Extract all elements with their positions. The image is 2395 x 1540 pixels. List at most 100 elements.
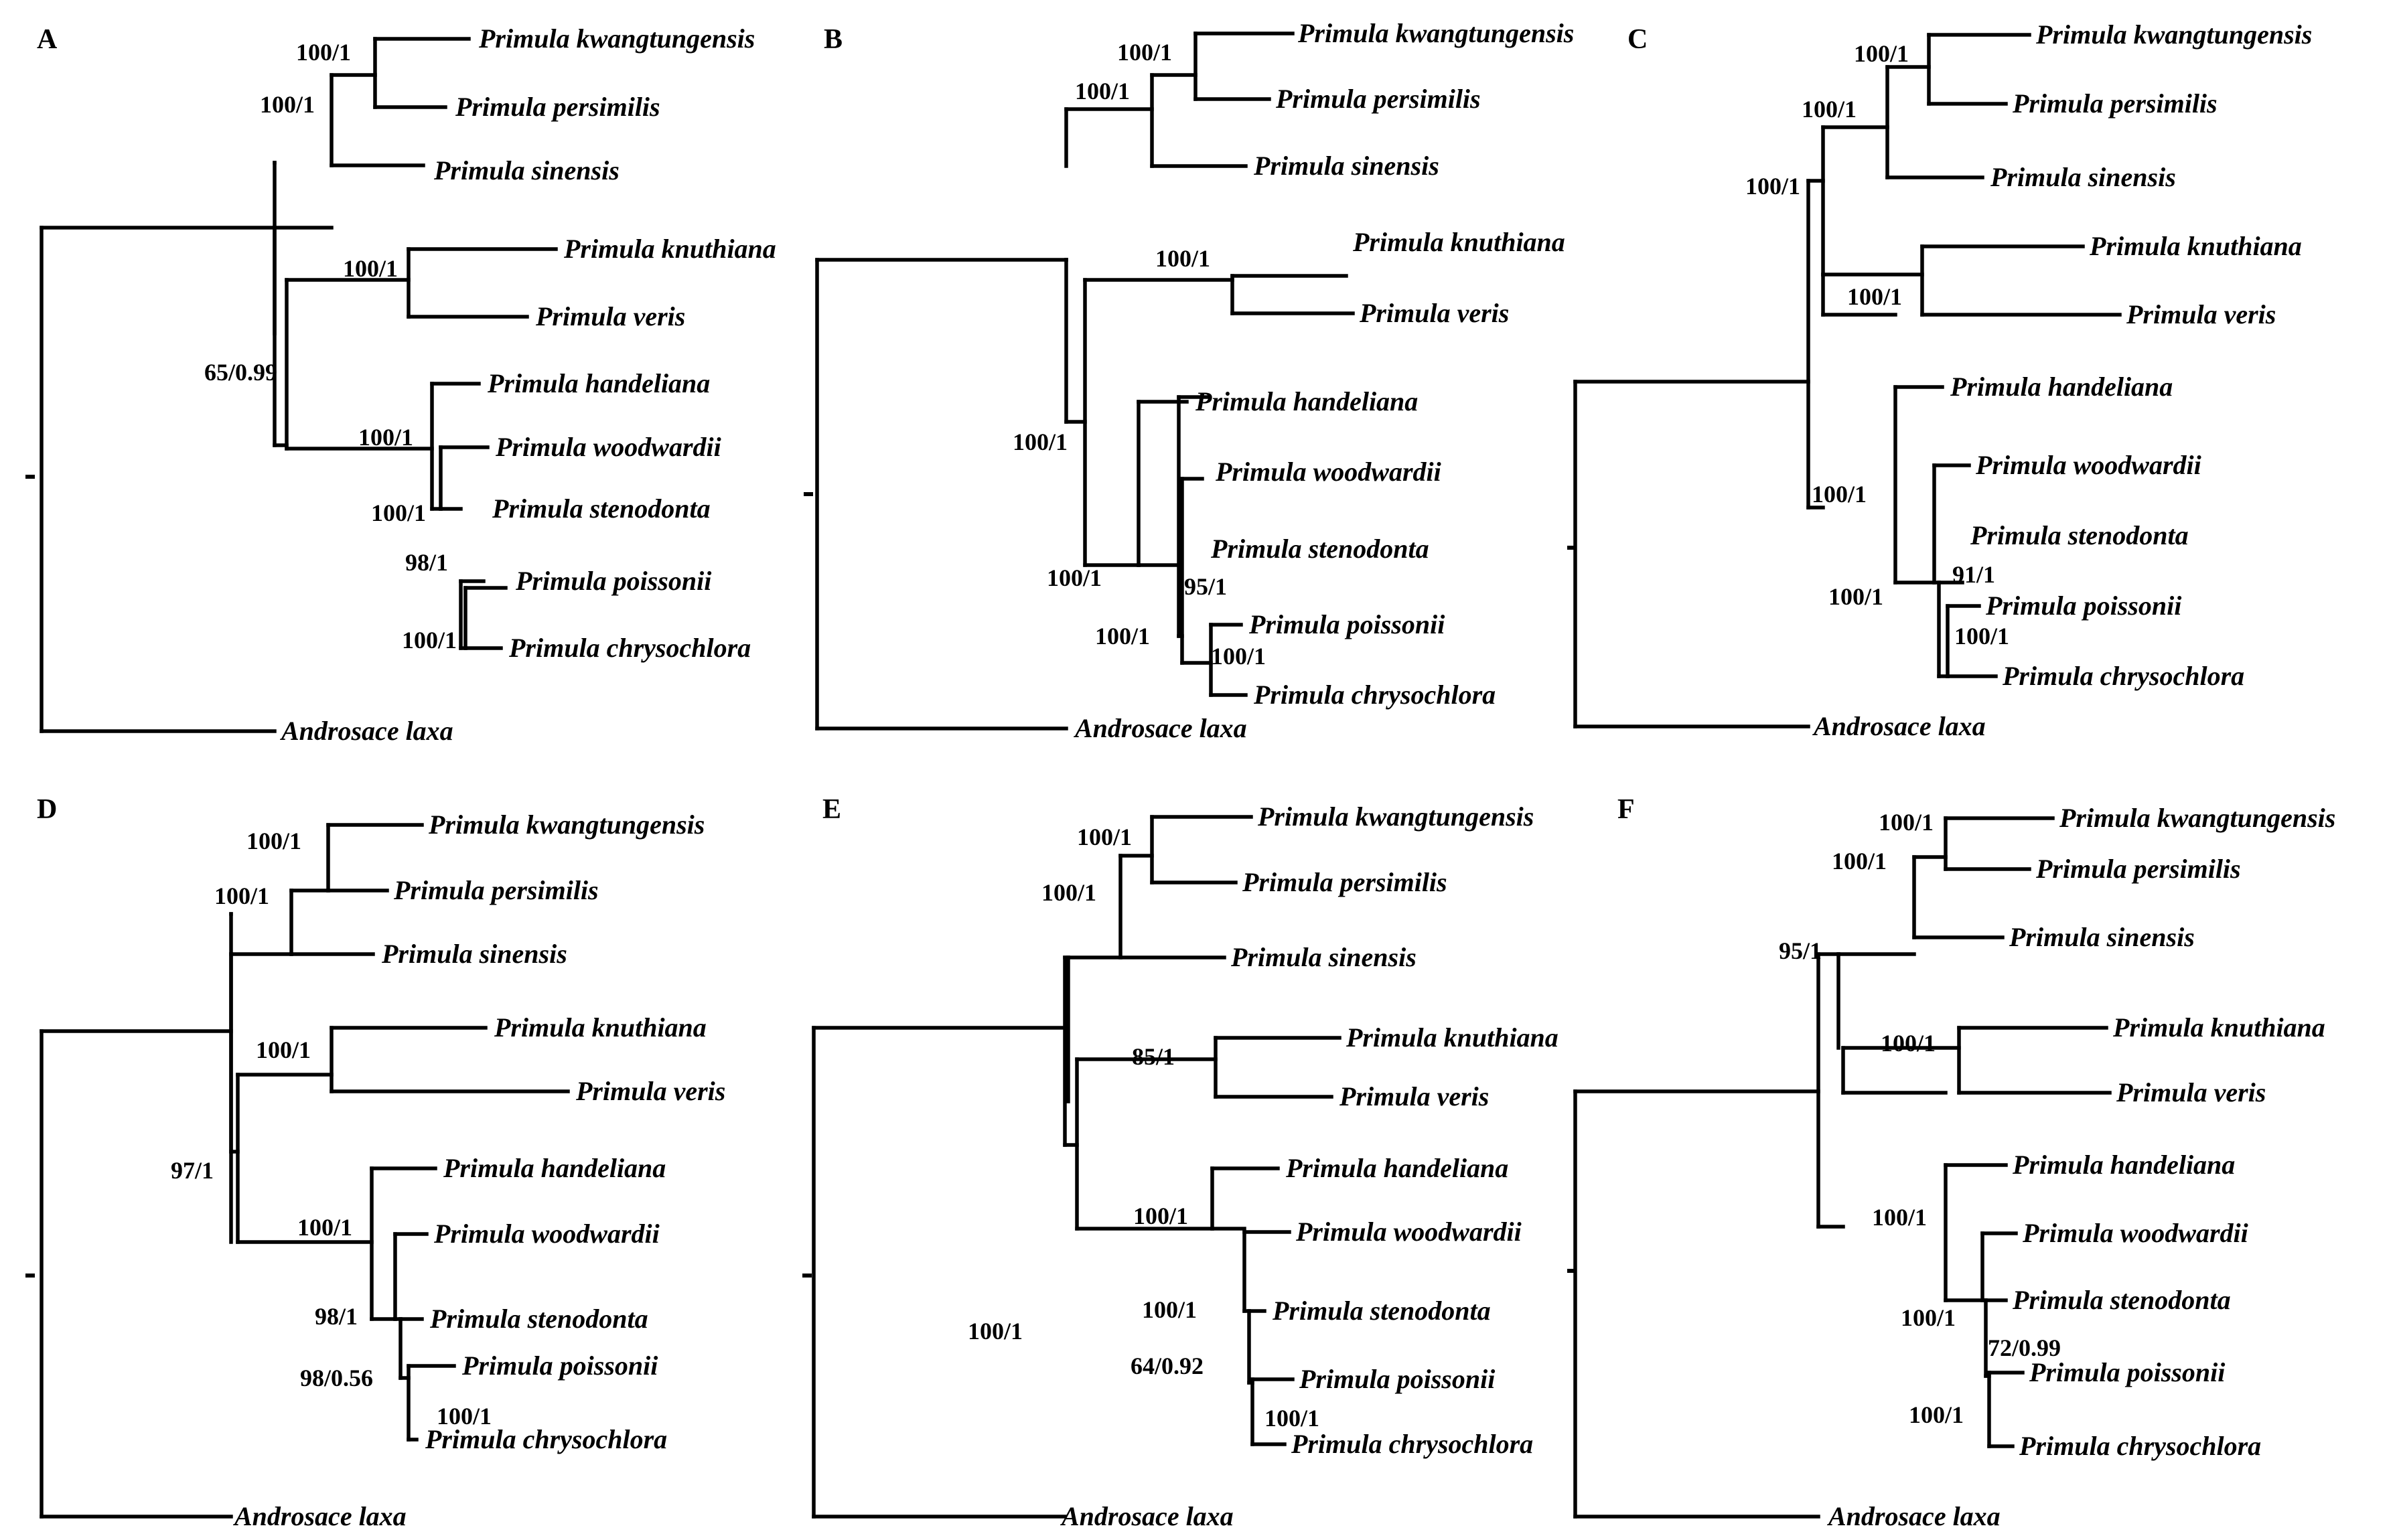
- support-value: 100/1: [1117, 39, 1172, 66]
- taxon-label-poissonii: Primula poissonii: [461, 1351, 658, 1381]
- taxon-label-kwangtungensis: Primula kwangtungensis: [478, 23, 755, 54]
- taxon-label-knuthiana: Primula knuthiana: [563, 234, 776, 264]
- taxon-label-woodwardii: Primula woodwardii: [1215, 457, 1441, 487]
- support-value: 100/1: [1133, 1203, 1188, 1229]
- panel-letter-d: D: [37, 794, 57, 825]
- support-value: 100/1: [1854, 40, 1909, 67]
- taxon-label-sinensis: Primula sinensis: [1990, 162, 2176, 192]
- support-value: 100/1: [1901, 1304, 1956, 1331]
- taxon-label-handeliana: Primula handeliana: [1285, 1153, 1508, 1183]
- panel-letter-a: A: [37, 24, 58, 55]
- taxon-label-kwangtungensis: Primula kwangtungensis: [1257, 801, 1534, 832]
- taxon-label-kwangtungensis: Primula kwangtungensis: [428, 810, 705, 840]
- support-value: 100/1: [437, 1403, 492, 1430]
- taxon-label-handeliana: Primula handeliana: [487, 368, 710, 398]
- support-value: 100/1: [1909, 1401, 1964, 1428]
- taxon-label-androsace-laxa: Androsace laxa: [1826, 1501, 2001, 1531]
- taxon-label-kwangtungensis: Primula kwangtungensis: [2035, 19, 2312, 50]
- support-value: 100/1: [260, 91, 315, 118]
- taxon-label-persimilis: Primula persimilis: [393, 875, 599, 905]
- support-value: 100/1: [246, 828, 301, 854]
- taxon-label-woodwardii: Primula woodwardii: [433, 1219, 660, 1249]
- support-value: 100/1: [297, 1214, 352, 1241]
- support-value: 100/1: [1812, 481, 1867, 508]
- support-value: 100/1: [1745, 173, 1800, 200]
- taxon-label-knuthiana: Primula knuthiana: [1352, 227, 1565, 257]
- taxon-label-chrysochlora: Primula chrysochlora: [1291, 1429, 1533, 1459]
- taxon-label-knuthiana: Primula knuthiana: [1346, 1022, 1558, 1053]
- support-value: 64/0.92: [1131, 1353, 1204, 1379]
- taxon-label-handeliana: Primula handeliana: [443, 1153, 666, 1183]
- taxon-label-sinensis: Primula sinensis: [1230, 942, 1417, 972]
- taxon-label-persimilis: Primula persimilis: [1275, 84, 1481, 114]
- support-value: 98/1: [315, 1303, 358, 1330]
- support-value: 100/1: [1881, 1030, 1936, 1057]
- support-value: 65/0.99: [204, 359, 277, 386]
- taxon-label-chrysochlora: Primula chrysochlora: [2002, 661, 2244, 691]
- taxon-label-woodwardii: Primula woodwardii: [1295, 1217, 1522, 1247]
- support-value: 100/1: [1095, 623, 1150, 649]
- support-value: 100/1: [1013, 429, 1068, 455]
- taxon-label-poissonii: Primula poissonii: [2029, 1357, 2225, 1387]
- support-value: 100/1: [402, 627, 457, 653]
- panel-letter-b: B: [824, 24, 843, 55]
- taxon-label-androsace-laxa: Androsace laxa: [1812, 711, 1986, 741]
- support-value: 100/1: [343, 255, 398, 282]
- taxon-label-androsace-laxa: Androsace laxa: [279, 716, 453, 746]
- support-value: 100/1: [1211, 643, 1266, 670]
- taxon-label-poissonii: Primula poissonii: [1985, 591, 2181, 621]
- support-value: 100/1: [1828, 583, 1883, 610]
- support-value: 97/1: [171, 1157, 214, 1184]
- support-value: 100/1: [1047, 564, 1102, 591]
- support-value: 100/1: [1802, 96, 1857, 123]
- support-value: 100/1: [1264, 1405, 1319, 1432]
- support-value: 100/1: [1077, 824, 1132, 850]
- support-value: 91/1: [1952, 561, 1995, 588]
- support-value: 100/1: [1142, 1296, 1197, 1323]
- support-value: 72/0.99: [1988, 1334, 2061, 1361]
- taxon-label-androsace-laxa: Androsace laxa: [1060, 1501, 1234, 1531]
- taxon-label-stenodonta: Primula stenodonta: [1272, 1296, 1491, 1326]
- support-value: 95/1: [1779, 937, 1822, 964]
- taxon-label-chrysochlora: Primula chrysochlora: [425, 1424, 667, 1454]
- support-value: 100/1: [1041, 879, 1096, 906]
- taxon-label-veris: Primula veris: [2116, 1077, 2266, 1107]
- panel-letter-f: F: [1617, 794, 1635, 825]
- support-value: 100/1: [1954, 623, 2009, 649]
- taxon-label-knuthiana: Primula knuthiana: [494, 1012, 707, 1043]
- support-value: 100/1: [371, 499, 426, 526]
- support-value: 85/1: [1132, 1043, 1175, 1070]
- support-value: 95/1: [1184, 573, 1227, 600]
- taxon-label-persimilis: Primula persimilis: [2035, 854, 2241, 884]
- taxon-label-stenodonta: Primula stenodonta: [492, 493, 711, 524]
- taxon-label-poissonii: Primula poissonii: [1248, 609, 1445, 639]
- support-value: 100/1: [358, 424, 413, 451]
- taxon-label-androsace-laxa: Androsace laxa: [232, 1501, 407, 1531]
- taxon-label-kwangtungensis: Primula kwangtungensis: [2059, 803, 2335, 833]
- taxon-label-sinensis: Primula sinensis: [2009, 922, 2195, 952]
- taxon-label-veris: Primula veris: [1359, 298, 1509, 328]
- support-value: 98/1: [405, 549, 448, 576]
- taxon-label-stenodonta: Primula stenodonta: [429, 1304, 648, 1334]
- taxon-label-kwangtungensis: Primula kwangtungensis: [1297, 18, 1574, 48]
- taxon-label-knuthiana: Primula knuthiana: [2089, 231, 2302, 261]
- taxon-label-sinensis: Primula sinensis: [1253, 151, 1439, 181]
- support-value: 100/1: [1872, 1204, 1927, 1231]
- support-value: 100/1: [214, 882, 269, 909]
- taxon-label-veris: Primula veris: [1339, 1081, 1489, 1111]
- support-value: 100/1: [1847, 283, 1902, 310]
- taxon-label-sinensis: Primula sinensis: [433, 155, 620, 185]
- taxon-label-veris: Primula veris: [2126, 299, 2276, 329]
- taxon-label-stenodonta: Primula stenodonta: [2012, 1285, 2231, 1315]
- panel-letter-c: C: [1627, 24, 1648, 55]
- taxon-label-sinensis: Primula sinensis: [381, 939, 567, 969]
- taxon-label-woodwardii: Primula woodwardii: [2022, 1218, 2248, 1248]
- taxon-label-androsace-laxa: Androsace laxa: [1073, 713, 1247, 743]
- taxon-label-chrysochlora: Primula chrysochlora: [2019, 1431, 2261, 1461]
- support-value: 98/0.56: [300, 1365, 373, 1391]
